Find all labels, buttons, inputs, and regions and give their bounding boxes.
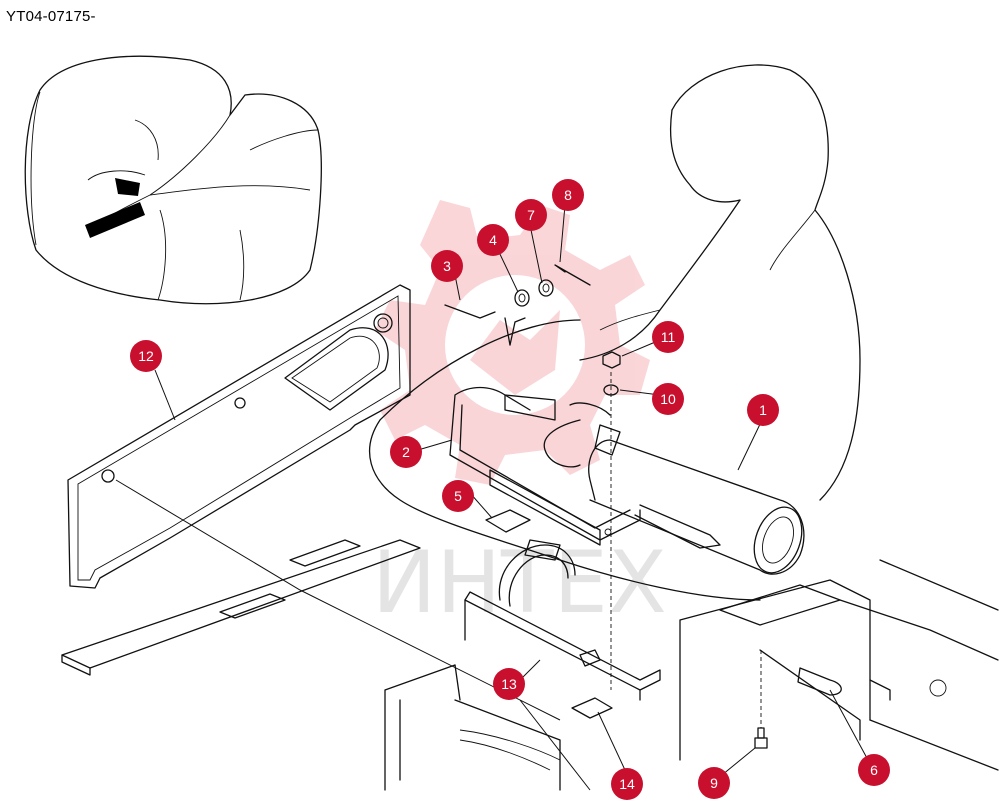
callout-1: 1 bbox=[747, 394, 779, 426]
callout-6: 6 bbox=[858, 754, 890, 786]
callout-7: 7 bbox=[515, 199, 547, 231]
callout-3: 3 bbox=[431, 250, 463, 282]
svg-text:10: 10 bbox=[660, 391, 676, 407]
svg-text:12: 12 bbox=[138, 348, 154, 364]
watermark-text: ИНТЕХ bbox=[372, 533, 667, 633]
side-panel-12 bbox=[67, 284, 561, 721]
band-clamp-13 bbox=[464, 539, 661, 701]
nut-11 bbox=[602, 351, 621, 369]
operator-seat bbox=[368, 64, 861, 601]
extinguisher-1 bbox=[543, 402, 805, 575]
callout-11: 11 bbox=[652, 321, 684, 353]
pad-14 bbox=[571, 697, 613, 719]
callout-10: 10 bbox=[652, 383, 684, 415]
bracket-2 bbox=[449, 386, 641, 546]
svg-text:3: 3 bbox=[443, 258, 451, 274]
bolt-9 bbox=[754, 650, 768, 749]
rubber-stop-6 bbox=[797, 667, 842, 696]
washer-7 bbox=[538, 279, 554, 297]
svg-text:2: 2 bbox=[402, 444, 410, 460]
clip-8 bbox=[554, 264, 591, 286]
svg-text:1: 1 bbox=[759, 402, 767, 418]
callout-14: 14 bbox=[611, 768, 643, 800]
svg-text:4: 4 bbox=[489, 232, 497, 248]
svg-text:6: 6 bbox=[870, 762, 878, 778]
inset-seat-view bbox=[24, 55, 322, 305]
pad-5 bbox=[485, 509, 531, 533]
svg-text:7: 7 bbox=[527, 207, 535, 223]
leader-lines bbox=[154, 204, 869, 791]
callout-9: 9 bbox=[698, 767, 730, 799]
washer-4 bbox=[514, 289, 530, 307]
svg-text:9: 9 bbox=[710, 775, 718, 791]
svg-text:5: 5 bbox=[454, 488, 462, 504]
callout-5: 5 bbox=[442, 480, 474, 512]
base-frame bbox=[61, 539, 999, 791]
svg-text:14: 14 bbox=[619, 776, 635, 792]
svg-text:11: 11 bbox=[661, 329, 676, 345]
svg-text:13: 13 bbox=[501, 676, 517, 692]
callout-4: 4 bbox=[477, 224, 509, 256]
callout-2: 2 bbox=[390, 436, 422, 468]
callout-8: 8 bbox=[552, 179, 584, 211]
svg-text:8: 8 bbox=[564, 187, 572, 203]
pin-3 bbox=[444, 304, 526, 346]
callout-12: 12 bbox=[130, 340, 162, 372]
document-code: YT04-07175- bbox=[6, 8, 96, 25]
callout-13: 13 bbox=[493, 668, 525, 700]
